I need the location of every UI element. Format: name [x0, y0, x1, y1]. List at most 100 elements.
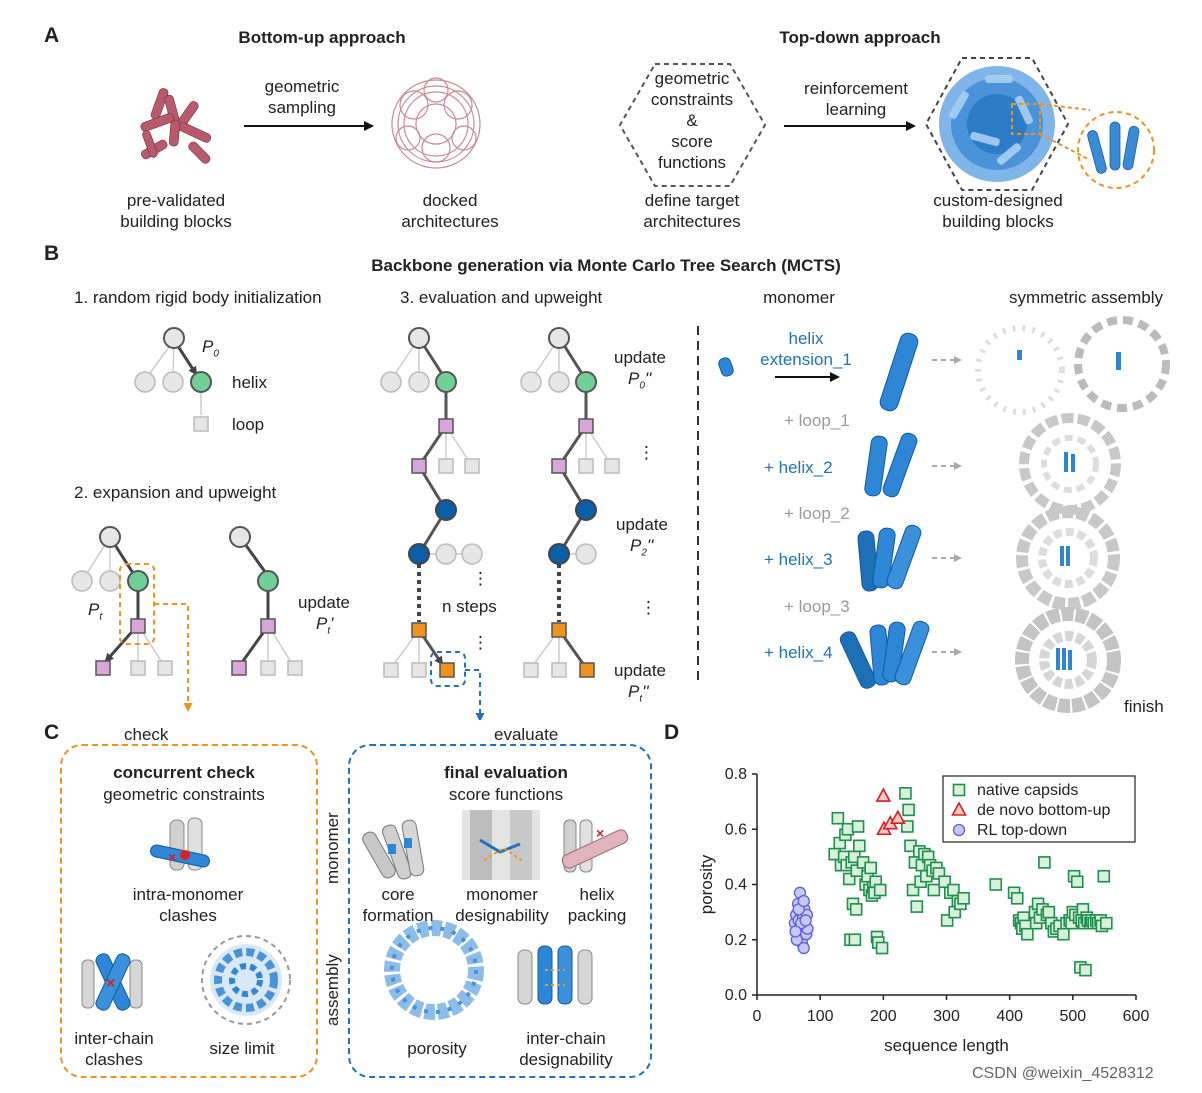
intra-label-1: intra-monomer: [132, 885, 244, 904]
arrow2-label-1: reinforcement: [804, 79, 908, 98]
data-point: [1100, 916, 1113, 930]
x-axis-label: sequence length: [884, 1036, 1009, 1055]
data-point: [940, 914, 954, 927]
panel-b-letter: B: [44, 242, 60, 265]
target-hexagon: [618, 63, 767, 187]
monomer-des-label-2: designability: [455, 906, 549, 925]
side-monomer-label: monomer: [323, 812, 342, 884]
porosity-icon: [384, 920, 484, 1020]
helix-packing-icon: ×: [561, 819, 629, 873]
hexagon-text-5: functions: [657, 153, 727, 172]
monomer-helices: [718, 332, 930, 689]
data-point: [831, 811, 845, 825]
y-tick-label: 0.2: [725, 932, 747, 949]
assembly-header: symmetric assembly: [1009, 288, 1163, 307]
data-point: [989, 878, 1003, 891]
data-point: [842, 872, 856, 886]
tree-step1: [134, 327, 212, 432]
step1-label: 1. random rigid body initialization: [74, 288, 322, 307]
inter-label-2: clashes: [85, 1050, 143, 1069]
data-point: [875, 941, 889, 955]
monomer-des-label-1: monomer: [466, 885, 538, 904]
monomer-designability-icon: [462, 810, 540, 880]
data-point: [1057, 927, 1070, 941]
panel-a-letter: A: [44, 24, 60, 47]
legend-marker: [952, 823, 966, 837]
concurrent-title: concurrent check: [113, 763, 255, 782]
legend-marker: [951, 801, 967, 816]
data-point: [875, 787, 892, 802]
data-point: [902, 803, 915, 817]
update-p2-label: P2'': [630, 536, 654, 559]
monomer-header: monomer: [763, 288, 835, 307]
data-point: [1010, 892, 1024, 905]
assembly-icons: [975, 316, 1170, 713]
data-point: [910, 900, 924, 913]
dots-3: ⋮: [638, 443, 655, 462]
y-axis-label: porosity: [697, 854, 716, 914]
inter-clash-icon: ×: [81, 953, 143, 1011]
x-tick-label: 500: [1059, 1008, 1086, 1025]
tree-step3-right: [520, 327, 620, 678]
chart-legend: native capsids de novo bottom-up RL top-do…: [942, 775, 1136, 843]
helix-ext-1: helix: [788, 329, 824, 348]
x-tick-label: 100: [807, 1008, 834, 1025]
legend-label: RL top-down: [977, 822, 1067, 839]
loop1-label: + loop_1: [784, 411, 850, 430]
helix-ext-2: extension_1: [760, 350, 852, 369]
core-label-2: formation: [362, 906, 434, 925]
step2-label: 2. expansion and upweight: [74, 483, 277, 502]
loop-label: loop: [232, 415, 265, 434]
update-label-2: update: [614, 348, 666, 367]
zoom-helices-icon: [1087, 121, 1140, 174]
grey-arrows: [932, 356, 962, 656]
helix-pack-label-2: packing: [567, 906, 627, 925]
x-tick-label: 200: [870, 1008, 897, 1025]
caption-custom-1: custom-designed: [933, 191, 1063, 210]
caption-docked-1: docked: [422, 191, 478, 210]
docked-architecture-icon: [391, 77, 481, 169]
svg-text:×: ×: [168, 849, 176, 865]
porosity-label: porosity: [407, 1039, 467, 1058]
bottom-up-title: Bottom-up approach: [238, 28, 406, 47]
chart-points: [788, 787, 1113, 977]
data-point: [864, 861, 877, 875]
legend-label: de novo bottom-up: [977, 802, 1111, 819]
caption-target-2: architectures: [643, 212, 741, 231]
size-limit-icon: [201, 935, 291, 1025]
tree-step2-right: [229, 526, 303, 676]
update-p0-label: P0'': [628, 369, 652, 392]
intra-label-2: clashes: [159, 906, 217, 925]
hexagon-text-1: geometric: [654, 69, 730, 88]
caption-docked-2: architectures: [401, 212, 499, 231]
caption-custom-2: building blocks: [942, 212, 1054, 231]
data-point: [927, 883, 941, 897]
final-evaluation-box: [348, 744, 652, 1078]
loop3-label: + loop_3: [784, 597, 850, 616]
top-down-title: Top-down approach: [779, 28, 941, 47]
data-point: [1038, 856, 1051, 869]
final-sub: score functions: [448, 785, 564, 804]
x-tick-label: 0: [753, 1008, 762, 1025]
update-label-3: update: [616, 515, 668, 534]
data-point: [797, 941, 810, 955]
data-point: [789, 925, 802, 938]
x-tick-label: 400: [996, 1008, 1023, 1025]
watermark: CSDN @weixin_4528312: [972, 1065, 1154, 1082]
x-tick-label: 600: [1123, 1008, 1150, 1025]
y-tick-label: 0.6: [725, 821, 747, 838]
inter-des-label-2: designability: [519, 1050, 613, 1069]
finish-label: finish: [1124, 697, 1164, 716]
data-point: [799, 914, 812, 927]
legend-label: native capsids: [977, 782, 1078, 799]
y-tick-label: 0.8: [725, 766, 747, 783]
caption-target-1: define target: [644, 191, 740, 210]
concurrent-sub: geometric constraints: [103, 785, 265, 804]
y-tick-label: 0.4: [725, 877, 747, 894]
update-label-1: update: [298, 593, 350, 612]
data-point: [873, 883, 887, 897]
data-point: [901, 820, 914, 833]
loop2-label: + loop_2: [784, 504, 850, 523]
caption-blocks-2: building blocks: [120, 212, 232, 231]
